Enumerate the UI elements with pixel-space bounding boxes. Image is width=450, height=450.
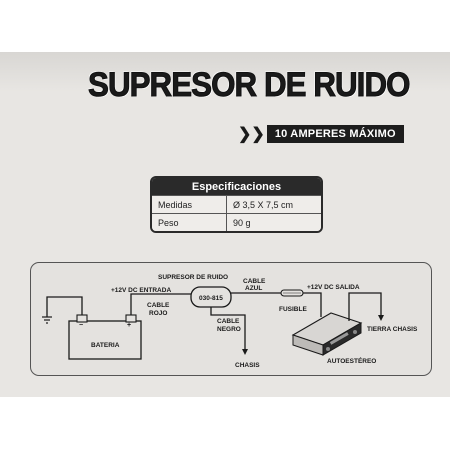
table-row: Peso 90 g — [152, 213, 321, 231]
svg-text:+: + — [127, 322, 131, 329]
battery-icon: − + — [68, 314, 142, 360]
output-voltage-label: +12V DC SALIDA — [307, 284, 360, 291]
input-voltage-label: +12V DC ENTRADA — [111, 287, 171, 294]
product-title: SUPRESOR DE RUIDO — [88, 66, 411, 105]
black-cable-label-2: NEGRO — [217, 326, 241, 333]
chassis-arrow-icon — [242, 349, 248, 355]
model-number: 030-815 — [199, 295, 223, 302]
black-cable-label-1: CABLE — [217, 318, 240, 325]
spec-value: Ø 3,5 X 7,5 cm — [227, 195, 321, 213]
spec-value: 90 g — [227, 213, 321, 231]
fuse-label: FUSIBLE — [279, 306, 307, 313]
car-stereo-icon — [291, 312, 363, 356]
red-cable-label-2: ROJO — [149, 310, 167, 317]
chassis-label: CHASIS — [235, 362, 260, 369]
specifications-header: Especificaciones — [152, 178, 321, 195]
spec-label: Peso — [152, 213, 227, 231]
car-stereo-label: AUTOESTÉREO — [327, 356, 376, 365]
spec-label: Medidas — [152, 195, 227, 213]
red-cable-label-1: CABLE — [147, 302, 170, 309]
svg-text:−: − — [79, 322, 83, 329]
suppressor-label: SUPRESOR DE RUIDO — [158, 274, 228, 281]
max-amperage-badge: 10 AMPERES MÁXIMO — [266, 125, 404, 143]
ground-symbol-icon — [42, 316, 52, 324]
chassis-ground-label: TIERRA CHASIS — [367, 326, 418, 333]
specifications-table: Especificaciones Medidas Ø 3,5 X 7,5 cm … — [150, 176, 323, 233]
battery-label: BATERIA — [91, 342, 120, 349]
table-row: Medidas Ø 3,5 X 7,5 cm — [152, 195, 321, 213]
ground-arrow-icon — [378, 315, 384, 321]
double-chevron-icon: ❯❯ — [238, 126, 265, 143]
fuse-icon — [280, 289, 304, 297]
wiring-diagram-svg: − + — [42, 274, 418, 369]
tagline: ❯❯ 10 AMPERES MÁXIMO — [238, 124, 404, 144]
blue-cable-label-1: CABLE — [243, 278, 266, 285]
blue-cable-label-2: AZUL — [245, 285, 262, 292]
wiring-diagram: − + — [30, 262, 432, 376]
